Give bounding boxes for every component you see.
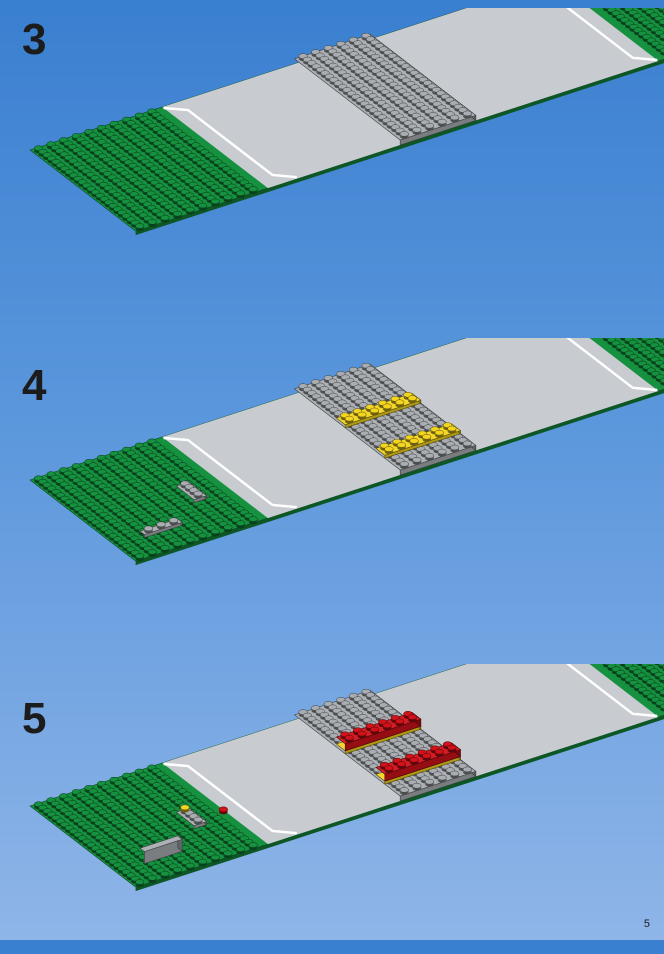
gray-plate-1x3-stud: [144, 526, 153, 534]
baseplate-stud: [186, 207, 195, 215]
gray-strip-stud: [463, 111, 472, 119]
gray-strip-stud: [400, 787, 409, 795]
baseplate-stud: [236, 847, 245, 855]
yellow-plate-stud: [385, 447, 394, 455]
red-round-stud: [219, 807, 228, 815]
baseplate-stud: [198, 533, 207, 541]
gray-strip-stud: [413, 127, 422, 135]
gray-strip-stud: [450, 771, 459, 779]
baseplate-stud: [211, 199, 220, 207]
yellow-plate-stud: [358, 412, 367, 420]
yellow-plate-stud: [370, 408, 379, 416]
baseplate-stud: [211, 855, 220, 863]
red-brick-stud: [385, 766, 394, 774]
gray-strip-stud: [400, 131, 409, 139]
step-5-illustration: [0, 664, 664, 954]
red-brick-stud: [422, 753, 431, 761]
yellow-plate-stud: [383, 404, 392, 412]
yellow-plate-stud: [410, 438, 419, 446]
red-brick-stud: [435, 749, 444, 757]
red-brick-stud: [410, 757, 419, 765]
red-brick-stud: [397, 761, 406, 769]
gray-strip-stud: [425, 453, 434, 461]
baseplate-stud: [198, 859, 207, 867]
gray-strip-stud: [400, 461, 409, 469]
baseplate-stud: [148, 549, 157, 557]
gray-strip-stud: [463, 441, 472, 449]
baseplate-stud: [148, 219, 157, 227]
baseplate-stud: [135, 553, 144, 561]
yellow-plate-stud: [422, 434, 431, 442]
yellow-plate-stud: [395, 400, 404, 408]
baseplate-stud: [224, 525, 233, 533]
baseplate-stud: [148, 875, 157, 883]
step-5-scene: [0, 664, 664, 954]
yellow-plate-stud: [345, 416, 354, 424]
baseplate-stud: [161, 215, 170, 223]
yellow-round-stud: [181, 805, 190, 813]
step-4-illustration: [0, 338, 664, 628]
baseplate-stud: [173, 867, 182, 875]
baseplate-stud: [211, 529, 220, 537]
yellow-plate-stud: [435, 430, 444, 438]
baseplate-stud: [236, 521, 245, 529]
baseplate-stud: [186, 863, 195, 871]
red-brick-stud: [395, 719, 404, 727]
gray-plate-1x3-stud: [157, 522, 166, 530]
red-brick-stud: [370, 727, 379, 735]
gray-strip-stud: [413, 783, 422, 791]
red-brick-stud: [408, 715, 417, 723]
gray-strip-stud: [438, 119, 447, 127]
gray-strip-stud: [413, 457, 422, 465]
step-3-illustration: [0, 8, 664, 298]
gray-strip-stud: [463, 767, 472, 775]
gray-plate-1x4-stud: [194, 491, 203, 499]
red-brick-stud: [448, 745, 457, 753]
baseplate-stud: [224, 851, 233, 859]
baseplate-stud: [173, 211, 182, 219]
red-brick-stud: [383, 723, 392, 731]
red-brick-stud: [358, 731, 367, 739]
yellow-plate-stud: [397, 442, 406, 450]
yellow-plate-stud: [448, 426, 457, 434]
step-3-scene: [0, 8, 664, 298]
baseplate-stud: [135, 879, 144, 887]
gray-plate-1x3-stud: [169, 518, 178, 526]
baseplate-stud: [249, 517, 258, 525]
page-number: 5: [644, 918, 650, 930]
yellow-plate-stud: [408, 396, 417, 404]
red-brick-stud: [345, 735, 354, 743]
baseplate-stud: [236, 191, 245, 199]
gray-strip-stud: [450, 445, 459, 453]
gray-strip-stud: [450, 115, 459, 123]
gray-plate-1x4-stud: [194, 817, 203, 825]
baseplate-stud: [173, 541, 182, 549]
gray-strip-stud: [438, 449, 447, 457]
baseplate-stud: [249, 187, 258, 195]
baseplate-stud: [198, 203, 207, 211]
baseplate-stud: [161, 545, 170, 553]
baseplate-stud: [135, 223, 144, 231]
baseplate-stud: [161, 871, 170, 879]
baseplate-stud: [249, 843, 258, 851]
baseplate-stud: [224, 195, 233, 203]
baseplate-stud: [186, 537, 195, 545]
step-4-scene: [0, 338, 664, 628]
gray-strip-stud: [425, 123, 434, 131]
gray-strip-stud: [425, 779, 434, 787]
gray-strip-stud: [438, 775, 447, 783]
